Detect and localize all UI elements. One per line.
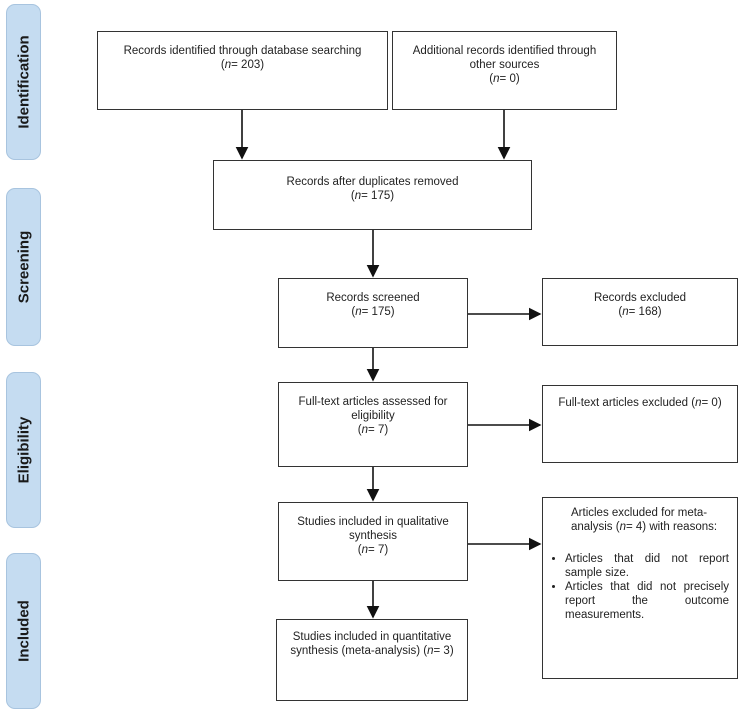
records-excluded-text: Records excluded xyxy=(593,292,687,304)
quantitative-synthesis-n-label: n xyxy=(427,645,434,657)
box-other-records: Additional records identified through ot… xyxy=(392,31,617,110)
fulltext-assessed-n-label: n xyxy=(361,424,369,436)
stage-included: Included xyxy=(6,553,41,709)
after-duplicates-n-value: = 175 xyxy=(361,190,391,202)
meta-excluded-reason: Articles that did not precisely report t… xyxy=(565,580,729,622)
qualitative-synthesis-n-label: n xyxy=(361,544,369,556)
database-records-text: Records identified through database sear… xyxy=(123,45,362,57)
records-screened-n-value: = 175 xyxy=(361,306,391,318)
quantitative-synthesis-n-value: = 3) xyxy=(433,645,454,657)
records-screened-n-label: n xyxy=(355,306,362,318)
quantitative-synthesis-text: Studies included in quantitative synthes… xyxy=(290,631,452,657)
records-screened-text: Records screened xyxy=(326,292,420,304)
other-records-text: Additional records identified through ot… xyxy=(412,45,597,71)
meta-excluded-reason: Articles that did not report sample size… xyxy=(565,552,729,580)
stage-identification: Identification xyxy=(6,4,41,160)
other-records-n-label: n xyxy=(493,73,500,85)
after-duplicates-n-label: n xyxy=(354,190,362,202)
box-database-records: Records identified through database sear… xyxy=(97,31,388,110)
box-fulltext-assessed: Full-text articles assessed for eligibil… xyxy=(278,382,468,467)
qualitative-synthesis-text: Studies included in qualitative synthesi… xyxy=(297,516,449,542)
other-records-n-value: = 0 xyxy=(499,73,516,85)
meta-excluded-text: Articles excluded for meta-analysis ( xyxy=(571,507,708,533)
box-quantitative-synthesis: Studies included in quantitative synthes… xyxy=(276,619,468,701)
stage-screening: Screening xyxy=(6,188,41,346)
meta-excluded-reasons: Articles that did not report sample size… xyxy=(551,552,729,622)
box-after-duplicates: Records after duplicates removed (n= 175… xyxy=(213,160,532,230)
fulltext-excluded-n-label: n xyxy=(695,397,702,409)
meta-excluded-n-label: n xyxy=(619,521,626,533)
box-meta-excluded: Articles excluded for meta-analysis (n= … xyxy=(542,497,738,679)
fulltext-assessed-n-value: = 7 xyxy=(368,424,385,436)
box-qualitative-synthesis: Studies included in qualitative synthesi… xyxy=(278,502,468,581)
box-records-excluded: Records excluded (n= 168) xyxy=(542,278,738,346)
fulltext-assessed-text: Full-text articles assessed for eligibil… xyxy=(298,396,448,422)
qualitative-synthesis-n-value: = 7 xyxy=(368,544,385,556)
fulltext-excluded-n-value: = 0) xyxy=(701,397,722,409)
database-records-n-label: n xyxy=(224,59,232,71)
box-fulltext-excluded: Full-text articles excluded (n= 0) xyxy=(542,385,738,463)
after-duplicates-text: Records after duplicates removed xyxy=(286,176,459,188)
box-records-screened: Records screened (n= 175) xyxy=(278,278,468,348)
records-excluded-n-value: = 168 xyxy=(628,306,658,318)
fulltext-excluded-text: Full-text articles excluded ( xyxy=(558,397,696,409)
meta-excluded-n-value: = 4) with reasons: xyxy=(625,521,718,533)
stage-eligibility: Eligibility xyxy=(6,372,41,528)
records-excluded-n-label: n xyxy=(622,306,629,318)
database-records-n-value: = 203 xyxy=(231,59,261,71)
